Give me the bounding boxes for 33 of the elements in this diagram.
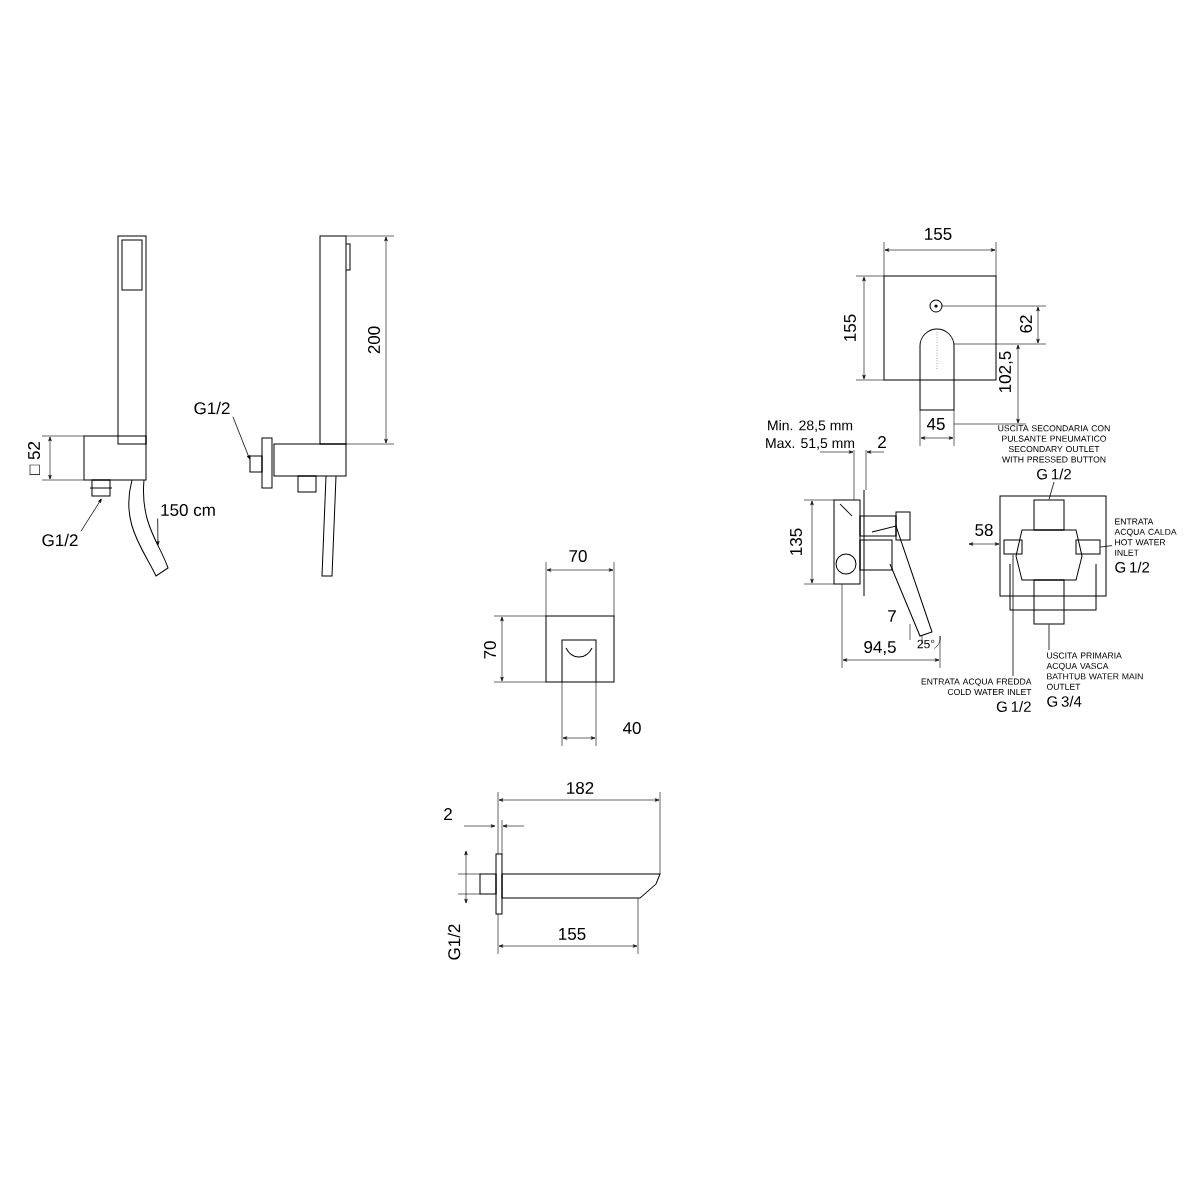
leader-line [80, 498, 102, 532]
dimension-label: 102,5 [999, 351, 1013, 392]
leader-line [1100, 545, 1113, 548]
valve-port [1033, 579, 1065, 625]
dimension-label: 155 [925, 228, 952, 240]
valve-port [1075, 539, 1101, 555]
leader-line [1048, 481, 1055, 500]
dimension-label: 155 [559, 928, 586, 940]
valve-port [1003, 539, 1023, 555]
dimension-label: 70 [484, 641, 496, 659]
callout-text: G1/2 [42, 533, 78, 547]
callout-text: 150 cm [161, 504, 215, 516]
dimension-label: 62 [1020, 315, 1032, 333]
dimension-label: 58 [975, 524, 993, 536]
dimension-label: 70 [569, 550, 587, 562]
callout-text: G1/2 [194, 401, 230, 415]
dimension-label: 40 [622, 722, 641, 734]
leader-line [232, 416, 250, 460]
dimension-label: 155 [844, 314, 856, 341]
leader-line [1012, 554, 1014, 677]
dimension-label: G1/2 [447, 924, 461, 960]
dimension-label: □ 52 [28, 441, 40, 475]
dimension-label: 2 [878, 436, 886, 448]
dimension-label: 94,5 [864, 641, 896, 655]
valve-port [1033, 499, 1065, 531]
dimension-label: 45 [926, 418, 945, 430]
dimension-label: 200 [368, 326, 380, 354]
dimension-label: 182 [567, 782, 594, 794]
dimension-label: 135 [790, 528, 802, 555]
dimension-label: 7 [888, 610, 896, 622]
leader-line [1048, 624, 1050, 651]
leader-line [156, 518, 160, 546]
dimension-label: 2 [444, 808, 452, 820]
